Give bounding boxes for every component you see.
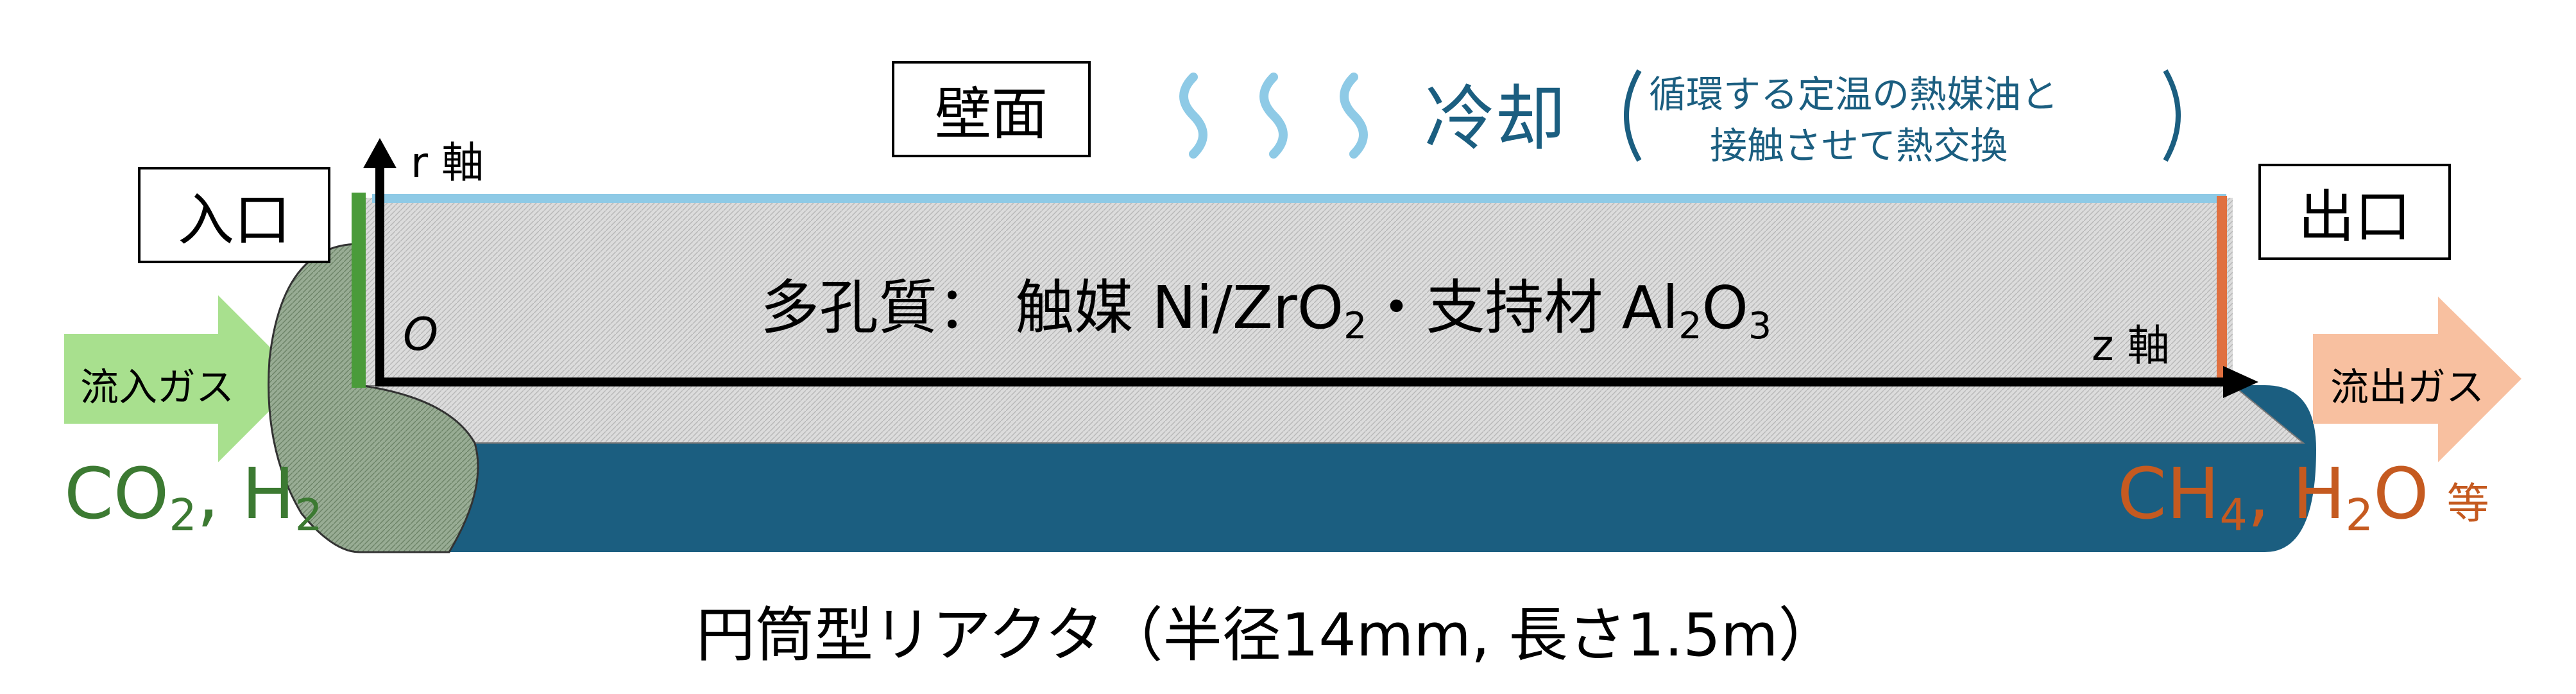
- inlet-label: 入口: [177, 186, 291, 253]
- cooling-note-bracket-left: [1624, 69, 1642, 162]
- inflow-arrow-icon: [64, 295, 302, 462]
- inlet-label-box: 入口: [138, 167, 330, 263]
- inlet-end-cap: [268, 243, 479, 553]
- wall-line: [372, 194, 2226, 203]
- outflow-arrow-icon: [2313, 297, 2521, 462]
- diagram-caption: 円筒型リアクタ（半径14mm, 長さ1.5m）: [696, 601, 1838, 670]
- z-axis-label: z 軸: [2092, 321, 2170, 370]
- inlet-species: CO2, H2: [64, 453, 323, 542]
- inlet-bar: [352, 193, 366, 388]
- outlet-label: 出口: [2298, 183, 2411, 250]
- r-axis-label: r 軸: [411, 138, 484, 187]
- heat-wave-icon: [1179, 73, 1368, 159]
- outlet-bar: [2217, 196, 2227, 382]
- origin-label: O: [403, 308, 439, 361]
- porous-material-label: 多孔質： 触媒 Ni/ZrO2・支持材 Al2O3: [760, 273, 1772, 347]
- z-axis-arrowhead-icon: [2223, 366, 2258, 398]
- outflow-gas-label: 流出ガス: [2330, 365, 2484, 410]
- cooling-note-line2: 接触させて熱交換: [1710, 124, 2008, 168]
- wall-label-box: 壁面: [892, 61, 1091, 157]
- outlet-label-box: 出口: [2258, 164, 2451, 260]
- cooling-note-bracket-right: [2163, 69, 2181, 162]
- cooling-note-line1: 循環する定温の熱媒油と: [1649, 73, 2059, 116]
- cooling-label: 冷却: [1424, 78, 1565, 160]
- r-axis-arrowhead-icon: [363, 138, 397, 168]
- inflow-gas-label: 流入ガス: [80, 365, 234, 410]
- porous-top-band: [357, 385, 2305, 444]
- porous-region: [359, 198, 2233, 385]
- wall-label: 壁面: [934, 80, 1048, 147]
